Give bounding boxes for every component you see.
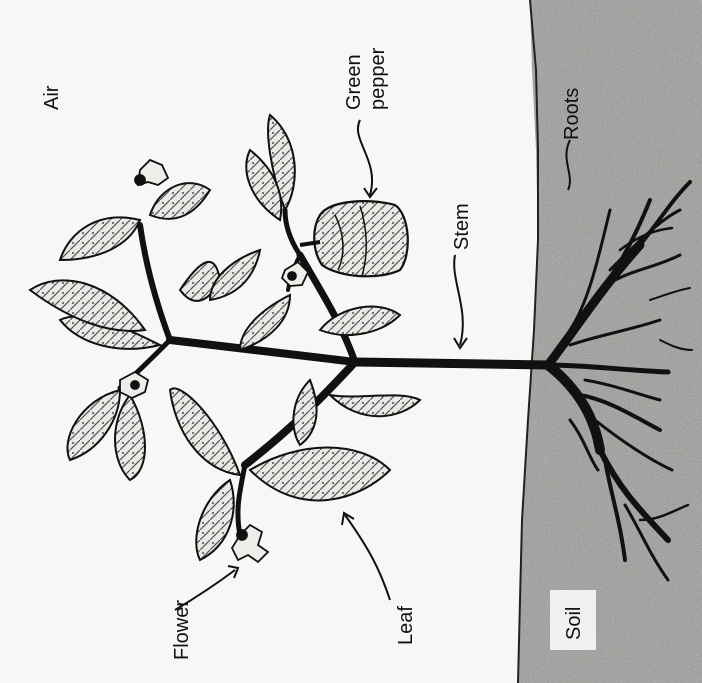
leaf-3	[196, 480, 234, 560]
green-pepper-label-line2: pepper	[367, 47, 389, 110]
leaf-13	[240, 295, 290, 350]
flower-label: Flower	[171, 600, 193, 660]
leaf-16	[293, 380, 316, 445]
leaf-7	[30, 280, 145, 331]
leaf-arrow	[345, 515, 390, 600]
green-pepper-arrow	[358, 120, 372, 195]
stem-label: Stem	[451, 203, 473, 250]
flower-3	[120, 372, 148, 398]
green-pepper-label-line1: Green	[343, 54, 365, 110]
leaf-9	[150, 183, 210, 219]
soil-region	[518, 0, 702, 683]
green-pepper	[300, 201, 408, 276]
leaf-2	[170, 388, 240, 475]
soil-label: Soil	[563, 607, 585, 640]
roots-label: Roots	[561, 88, 583, 140]
leaf-15	[330, 395, 420, 416]
flower-2	[135, 160, 168, 185]
leaf-5	[115, 395, 145, 480]
leaves	[30, 115, 420, 560]
leaf-8	[60, 217, 140, 260]
stem-arrow	[454, 255, 463, 345]
leaf-4	[67, 390, 120, 460]
leaf-1	[250, 448, 390, 501]
air-label: Air	[41, 85, 63, 110]
leaf-label: Leaf	[395, 606, 417, 645]
